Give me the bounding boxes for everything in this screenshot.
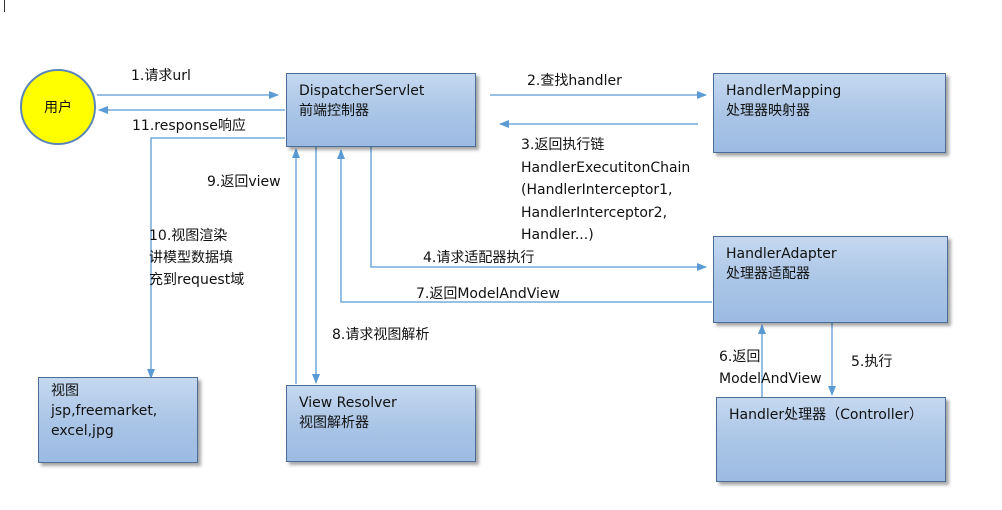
adapter-title: HandlerAdapter — [726, 246, 837, 262]
resolver-subtitle: 视图解析器 — [299, 415, 369, 431]
arrow-4-request-adapter — [370, 143, 707, 271]
step-2-label: 2.查找handler — [527, 73, 622, 89]
handler-controller-box: Handler处理器（Controller） — [716, 397, 946, 482]
corner-tick — [4, 0, 5, 12]
step-3-line1: 3.返回执行链 — [521, 137, 605, 153]
step-4-label: 4.请求适配器执行 — [423, 250, 535, 266]
step-10-line2: 讲模型数据填 — [149, 250, 233, 266]
mapping-title: HandlerMapping — [726, 83, 842, 99]
handler-title: Handler处理器（Controller） — [729, 407, 923, 423]
step-10-line3: 充到request域 — [149, 272, 245, 288]
step-5-label: 5.执行 — [851, 354, 893, 370]
step-6-label: 6.返回 ModelAndView — [719, 346, 822, 390]
step-3-line4: HandlerInterceptor2, — [521, 204, 668, 221]
view-resolver-box: View Resolver 视图解析器 — [286, 385, 476, 462]
dispatcher-subtitle: 前端控制器 — [299, 103, 369, 119]
step-3-line5: Handler...) — [521, 227, 594, 243]
step-7-label: 7.返回ModelAndView — [416, 286, 560, 302]
step-10-line1: 10.视图渲染 — [149, 228, 228, 244]
step-3-label: 3.返回执行链 HandlerExecutitonChain (HandlerI… — [521, 134, 690, 247]
arrow-7-return-modelandview — [337, 149, 712, 303]
user-label: 用户 — [44, 100, 72, 116]
step-6-line2: ModelAndView — [719, 371, 822, 387]
step-3-line3: (HandlerInterceptor1, — [521, 182, 673, 198]
step-3-line2: HandlerExecutitonChain — [521, 159, 691, 176]
view-types-1: jsp,freemarket, — [51, 403, 158, 419]
adapter-subtitle: 处理器适配器 — [726, 266, 810, 282]
view-types-2: excel,jpg — [51, 423, 114, 439]
handler-mapping-box: HandlerMapping 处理器映射器 — [713, 73, 946, 153]
dispatcher-servlet-box: DispatcherServlet 前端控制器 — [286, 73, 476, 147]
step-1-label: 1.请求url — [131, 68, 191, 84]
mapping-subtitle: 处理器映射器 — [726, 103, 810, 119]
step-6-line1: 6.返回 — [719, 349, 761, 365]
view-title: 视图 — [51, 383, 79, 399]
step-8-label: 8.请求视图解析 — [332, 327, 430, 343]
step-10-label: 10.视图渲染 讲模型数据填 充到request域 — [149, 225, 244, 291]
resolver-title: View Resolver — [299, 395, 397, 411]
handler-adapter-box: HandlerAdapter 处理器适配器 — [713, 236, 948, 323]
arrow-10-render-view — [147, 137, 285, 379]
step-11-label: 11.response响应 — [132, 118, 246, 134]
dispatcher-title: DispatcherServlet — [299, 83, 425, 99]
step-9-label: 9.返回view — [207, 174, 281, 190]
view-box: 视图 jsp,freemarket, excel,jpg — [38, 377, 198, 463]
user-node: 用户 — [20, 69, 96, 145]
